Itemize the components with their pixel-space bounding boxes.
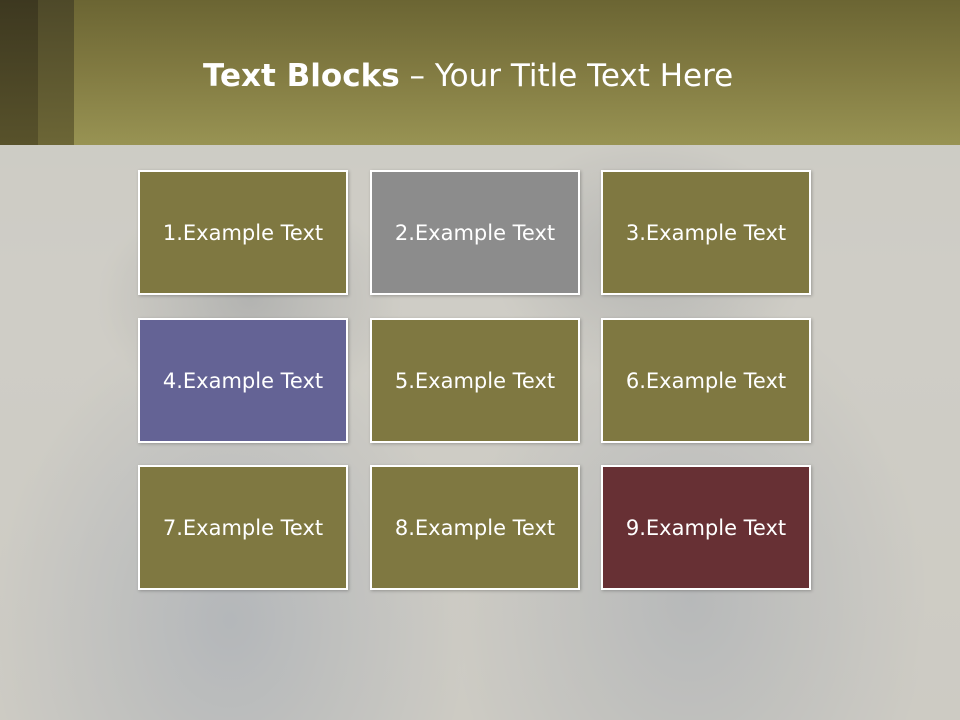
- slide-title: Text Blocks – Your Title Text Here: [203, 56, 733, 96]
- text-block-3: 3.Example Text: [601, 170, 811, 295]
- banner-stripe-mid: [38, 0, 74, 145]
- title-bold: Text Blocks: [203, 58, 400, 94]
- text-block-7: 7.Example Text: [138, 465, 348, 590]
- text-block-6: 6.Example Text: [601, 318, 811, 443]
- title-banner: Text Blocks – Your Title Text Here: [0, 0, 960, 145]
- text-block-8: 8.Example Text: [370, 465, 580, 590]
- text-block-4: 4.Example Text: [138, 318, 348, 443]
- text-blocks-grid: 1.Example Text 2.Example Text 3.Example …: [138, 170, 815, 594]
- text-block-1: 1.Example Text: [138, 170, 348, 295]
- text-block-9: 9.Example Text: [601, 465, 811, 590]
- text-block-5: 5.Example Text: [370, 318, 580, 443]
- title-rest: – Your Title Text Here: [399, 58, 734, 94]
- text-block-2: 2.Example Text: [370, 170, 580, 295]
- banner-stripe-dark: [0, 0, 38, 145]
